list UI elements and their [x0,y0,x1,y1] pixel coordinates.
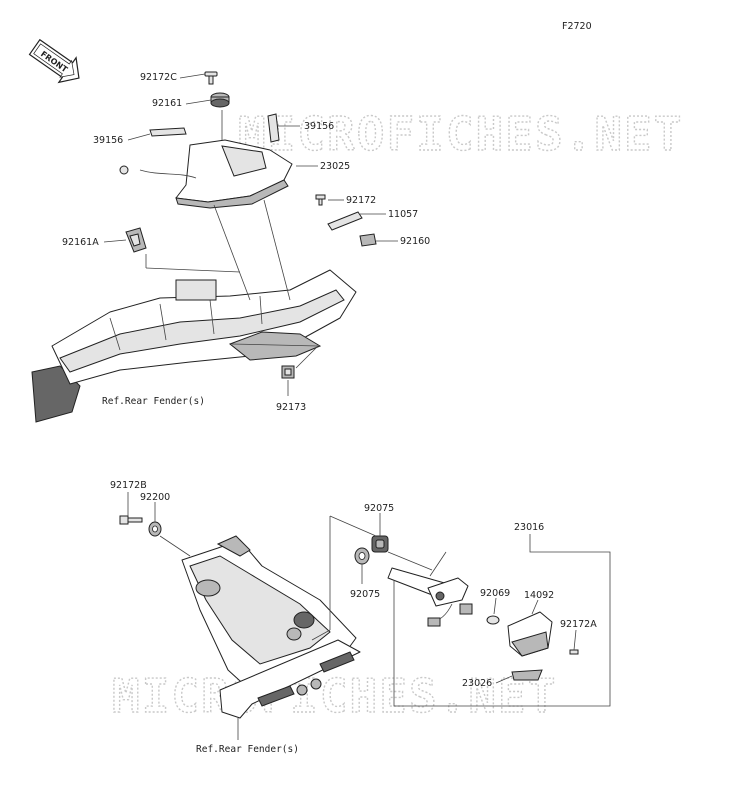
part-23026-lens [511,669,543,681]
part-92172A-screw [569,649,579,655]
callout-39156-right: 39156 [304,121,334,132]
callout-92172A: 92172A [560,619,597,630]
part-92160-pad [359,233,377,247]
part-92161-grommet [210,92,230,108]
callout-92172B: 92172B [110,480,147,491]
part-92161A-clip [125,227,147,253]
part-92172B-bolt [119,515,143,525]
callout-11057: 11057 [388,209,418,220]
callout-92161: 92161 [152,98,182,109]
part-92172-screw [315,194,326,206]
part-92075-grommet-top [371,535,389,553]
ref-rear-fender-bottom: Ref.Rear Fender(s) [196,744,299,755]
callout-92069: 92069 [480,588,510,599]
part-11057-bracket [327,211,363,231]
callout-23025: 23025 [320,161,350,172]
part-92075-grommet-bottom [354,547,370,565]
figure-code: F2720 [562,21,592,32]
callout-92172C: 92172C [140,72,177,83]
leader-lines-bottom [127,492,611,707]
callout-92075-top: 92075 [364,503,394,514]
part-23025-cover [119,139,293,209]
license-bracket [181,535,361,719]
watermark-bottom: MICROFICHES.NET [112,669,557,723]
part-14092-cover [507,611,553,657]
callout-23016: 23016 [514,522,544,533]
part-92200-washer [148,521,162,537]
part-92069-bulb [486,615,500,625]
callout-14092: 14092 [524,590,554,601]
part-23016-lamp-assembly [387,567,473,627]
callout-39156-left: 39156 [93,135,123,146]
part-92172C-screw [204,71,218,85]
part-39156-strip-left [149,127,187,137]
watermark-top: MICROFICHES.NET [238,107,683,161]
rear-fender-top [31,269,357,423]
leader-lines-top [103,73,398,396]
callout-92172: 92172 [346,195,376,206]
callout-92160: 92160 [400,236,430,247]
callout-92200: 92200 [140,492,170,503]
ref-rear-fender-top: Ref.Rear Fender(s) [102,396,205,407]
callout-92075-bottom: 92075 [350,589,380,600]
callout-92161A: 92161A [62,237,99,248]
callout-23026: 23026 [462,678,492,689]
callout-92173: 92173 [276,402,306,413]
part-92173-nut [281,365,295,379]
part-39156-strip-right [267,113,280,143]
front-arrow-icon: FRONT [28,38,80,84]
